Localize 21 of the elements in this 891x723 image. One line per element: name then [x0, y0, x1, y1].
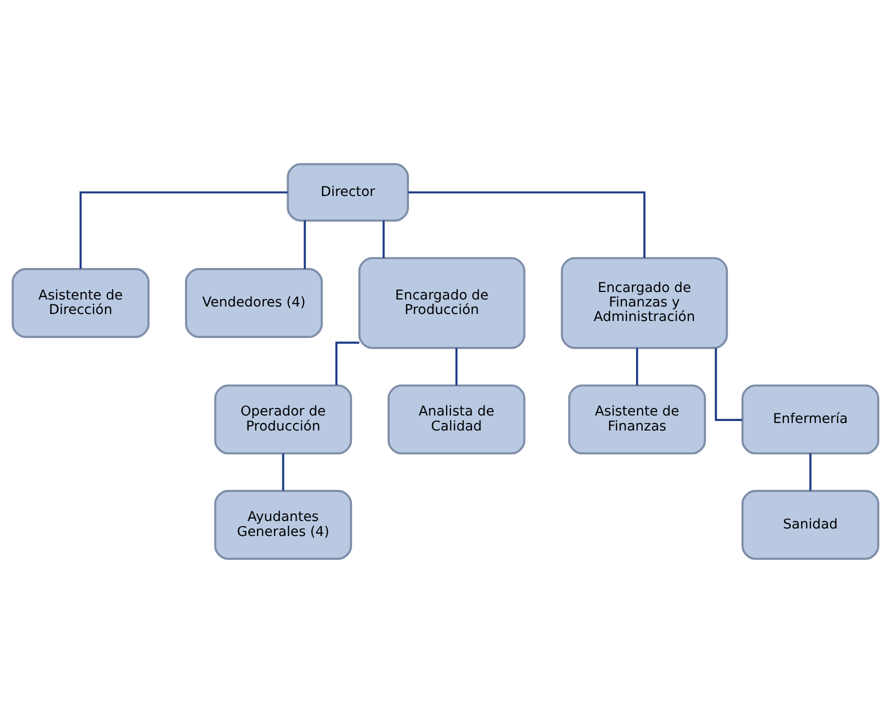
node-box: Sanidad	[741, 490, 880, 560]
node-box: Asistente de Finanzas	[568, 384, 706, 454]
connector	[80, 191, 288, 269]
connector	[408, 191, 646, 258]
node-box: Encargado de Finanzas y Administración	[560, 257, 728, 349]
connector	[714, 348, 742, 421]
node-box: Operador de Producción	[214, 384, 352, 454]
connector	[335, 342, 360, 386]
node-box: Analista de Calidad	[388, 384, 526, 454]
connector	[809, 453, 812, 491]
node-box: Asistente de Dirección	[12, 268, 150, 338]
connector	[304, 220, 306, 269]
node-box: Enfermería	[741, 384, 880, 454]
connector	[282, 453, 284, 491]
connector	[636, 348, 638, 386]
node-box: Ayudantes Generales (4)	[214, 490, 352, 560]
node-box: Encargado de Producción	[358, 257, 526, 349]
node-box: Director	[286, 163, 409, 222]
connector	[455, 348, 458, 386]
connector	[382, 220, 385, 258]
node-box: Vendedores (4)	[185, 268, 323, 338]
